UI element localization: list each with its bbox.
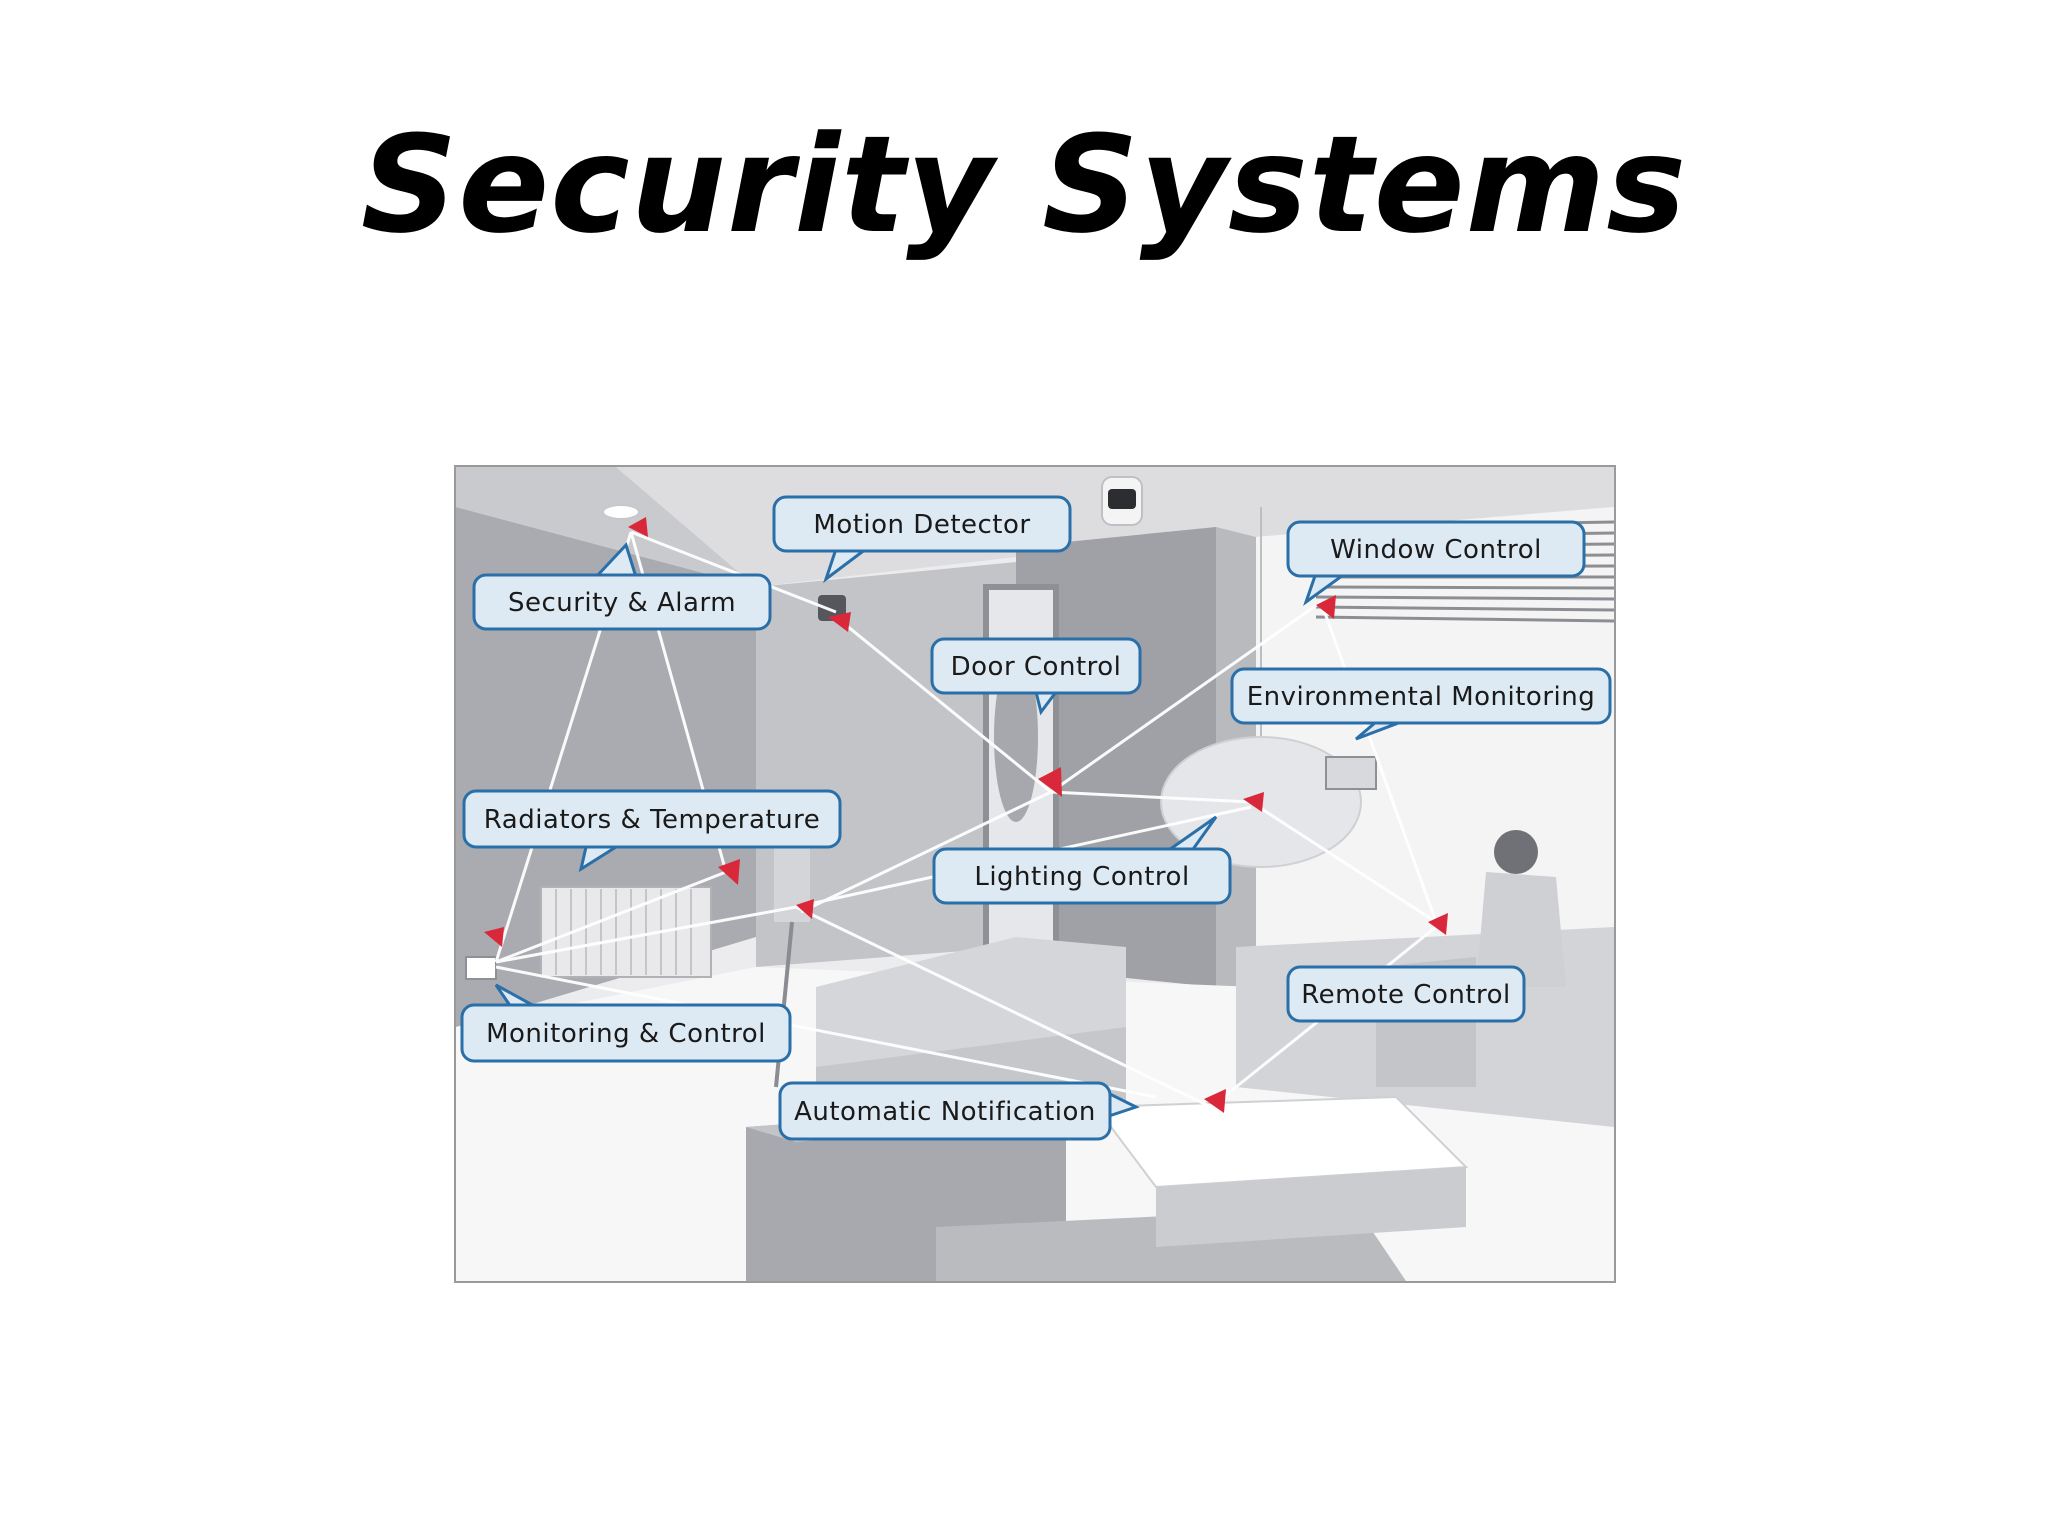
signal-icon-motion	[828, 612, 851, 632]
radiator	[540, 886, 712, 978]
callout-label-door-control: Door Control	[951, 652, 1122, 682]
callout-label-radiators-temperature: Radiators & Temperature	[484, 805, 820, 835]
signal-icon-radiator	[718, 859, 740, 885]
callout-motion-detector: Motion Detector	[772, 495, 1072, 584]
thermostat-device	[1325, 756, 1377, 790]
signal-icon-door	[1038, 767, 1062, 797]
callout-environmental-monitoring: Environmental Monitoring	[1230, 667, 1612, 741]
signal-icon-window	[1316, 595, 1336, 619]
callout-label-automatic-notification: Automatic Notification	[794, 1097, 1096, 1127]
signal-icon-table	[1204, 1089, 1226, 1113]
callout-label-monitoring-control: Monitoring & Control	[486, 1019, 766, 1049]
callout-remote-control: Remote Control	[1286, 965, 1526, 1023]
callout-label-security-alarm: Security & Alarm	[508, 588, 736, 618]
motion-detector-product	[1101, 476, 1143, 526]
wall-panel-device	[465, 956, 497, 980]
callout-label-motion-detector: Motion Detector	[813, 510, 1030, 540]
signal-icon-wall-panel	[484, 927, 504, 947]
person-seated-head	[1494, 830, 1538, 874]
callout-label-remote-control: Remote Control	[1301, 980, 1511, 1010]
signal-icon-ceiling	[628, 517, 648, 537]
ceiling-detector	[602, 504, 640, 520]
sensor-signals	[484, 517, 1448, 1113]
motion-sensor-device	[818, 595, 846, 621]
callout-door-control: Door Control	[930, 637, 1142, 716]
coffee-table-side	[1156, 1167, 1466, 1247]
callout-label-environmental-monitoring: Environmental Monitoring	[1247, 682, 1595, 712]
callout-automatic-notification: Automatic Notification	[778, 1081, 1140, 1141]
person-seated-body	[1476, 872, 1566, 987]
signal-icon-lamp	[1243, 792, 1264, 812]
smart-home-illustration: Motion Detector Security & Alarm Window …	[454, 465, 1616, 1283]
left-wall-dark	[456, 467, 756, 587]
radiator-fins	[555, 889, 692, 975]
callout-lighting-control: Lighting Control	[932, 815, 1232, 905]
room-scene: Motion Detector Security & Alarm Window …	[456, 467, 1614, 1281]
callout-label-window-control: Window Control	[1330, 535, 1542, 565]
callout-label-lighting-control: Lighting Control	[974, 862, 1189, 892]
callout-monitoring-control: Monitoring & Control	[460, 983, 792, 1063]
callout-radiators-temperature: Radiators & Temperature	[462, 789, 842, 873]
callout-security-alarm: Security & Alarm	[472, 542, 772, 631]
slide-title: Security Systems	[360, 107, 1688, 263]
signal-icon-floorlamp	[796, 899, 814, 919]
callout-window-control: Window Control	[1286, 520, 1586, 607]
signal-icon-remote	[1428, 913, 1448, 935]
